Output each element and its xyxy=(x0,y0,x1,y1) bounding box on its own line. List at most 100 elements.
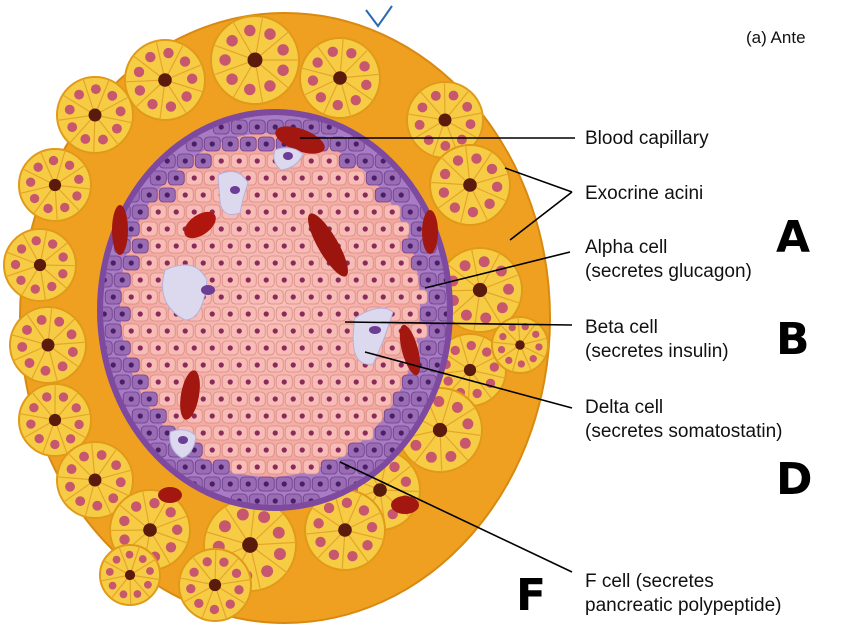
beta-cell xyxy=(285,188,301,202)
beta-cell xyxy=(222,307,238,321)
beta-cell xyxy=(159,358,175,372)
beta-cell xyxy=(303,154,319,168)
beta-cell xyxy=(402,307,418,321)
beta-cell xyxy=(294,443,310,457)
beta-cell xyxy=(339,392,355,406)
beta-cell xyxy=(258,273,274,287)
alpha-cell xyxy=(393,188,409,202)
beta-cell xyxy=(321,324,337,338)
beta-cell xyxy=(240,205,256,219)
acinus xyxy=(300,38,380,118)
beta-cell xyxy=(249,222,265,236)
alpha-cell xyxy=(141,392,157,406)
alpha-cell xyxy=(294,477,310,491)
alpha-cell xyxy=(258,477,274,491)
beta-cell xyxy=(357,290,373,304)
beta-cell xyxy=(393,256,409,270)
beta-cell-secretion-label: (secretes insulin) xyxy=(585,340,729,364)
beta-cell xyxy=(375,392,391,406)
beta-cell xyxy=(348,375,364,389)
beta-cell xyxy=(168,239,184,253)
beta-cell xyxy=(357,426,373,440)
beta-cell xyxy=(294,171,310,185)
panel-title: (a) Ante xyxy=(746,26,806,50)
beta-cell xyxy=(231,460,247,474)
beta-cell xyxy=(294,307,310,321)
alpha-cell xyxy=(312,477,328,491)
beta-cell xyxy=(303,426,319,440)
alpha-cell xyxy=(402,205,418,219)
alpha-cell xyxy=(330,137,346,151)
beta-cell xyxy=(231,256,247,270)
beta-cell xyxy=(294,273,310,287)
beta-cell xyxy=(222,341,238,355)
beta-cell xyxy=(303,324,319,338)
beta-cell xyxy=(231,290,247,304)
f-cell-secretion-label: pancreatic polypeptide) xyxy=(585,594,781,618)
alpha-cell xyxy=(222,477,238,491)
acinus xyxy=(4,229,76,301)
beta-cell xyxy=(213,154,229,168)
beta-cell xyxy=(222,375,238,389)
delta-cell-label: Delta cell xyxy=(585,396,663,420)
beta-cell xyxy=(132,341,148,355)
beta-cell xyxy=(330,409,346,423)
beta-cell xyxy=(204,375,220,389)
beta-cell xyxy=(258,307,274,321)
beta-cell xyxy=(141,358,157,372)
beta-cell xyxy=(276,341,292,355)
alpha-cell xyxy=(420,341,436,355)
alpha-cell xyxy=(231,120,247,134)
delta-cell-secretion-label: (secretes somatostatin) xyxy=(585,420,782,444)
beta-cell xyxy=(303,460,319,474)
beta-cell xyxy=(240,409,256,423)
alpha-cell xyxy=(429,324,445,338)
beta-cell xyxy=(312,409,328,423)
beta-cell xyxy=(321,426,337,440)
beta-cell xyxy=(303,358,319,372)
beta-cell xyxy=(249,324,265,338)
beta-cell xyxy=(168,341,184,355)
beta-cell xyxy=(258,341,274,355)
beta-cell xyxy=(384,273,400,287)
beta-cell xyxy=(393,290,409,304)
beta-cell xyxy=(258,375,274,389)
beta-cell xyxy=(285,460,301,474)
beta-cell xyxy=(267,460,283,474)
beta-cell xyxy=(258,409,274,423)
alpha-cell xyxy=(177,460,193,474)
alpha-cell xyxy=(375,426,391,440)
beta-cell xyxy=(375,290,391,304)
beta-cell xyxy=(249,358,265,372)
beta-cell xyxy=(258,239,274,253)
beta-cell xyxy=(123,324,139,338)
beta-cell xyxy=(285,290,301,304)
acinus xyxy=(211,16,299,104)
alpha-cell xyxy=(366,171,382,185)
alpha-cell xyxy=(240,137,256,151)
beta-cell xyxy=(393,222,409,236)
alpha-cell xyxy=(402,409,418,423)
alpha-cell xyxy=(402,239,418,253)
beta-cell xyxy=(249,290,265,304)
beta-cell xyxy=(276,409,292,423)
alpha-cell xyxy=(276,477,292,491)
alpha-cell xyxy=(105,290,121,304)
beta-cell xyxy=(204,307,220,321)
answer-letter-a: A xyxy=(776,216,810,260)
alpha-cell xyxy=(123,256,139,270)
beta-cell xyxy=(357,392,373,406)
alpha-cell xyxy=(204,477,220,491)
beta-cell xyxy=(249,256,265,270)
alpha-cell xyxy=(240,477,256,491)
alpha-cell xyxy=(195,460,211,474)
beta-cell xyxy=(204,239,220,253)
beta-cell xyxy=(384,205,400,219)
alpha-cell xyxy=(150,171,166,185)
alpha-cell xyxy=(177,154,193,168)
beta-cell xyxy=(213,392,229,406)
beta-cell xyxy=(276,443,292,457)
alpha-cell xyxy=(195,154,211,168)
